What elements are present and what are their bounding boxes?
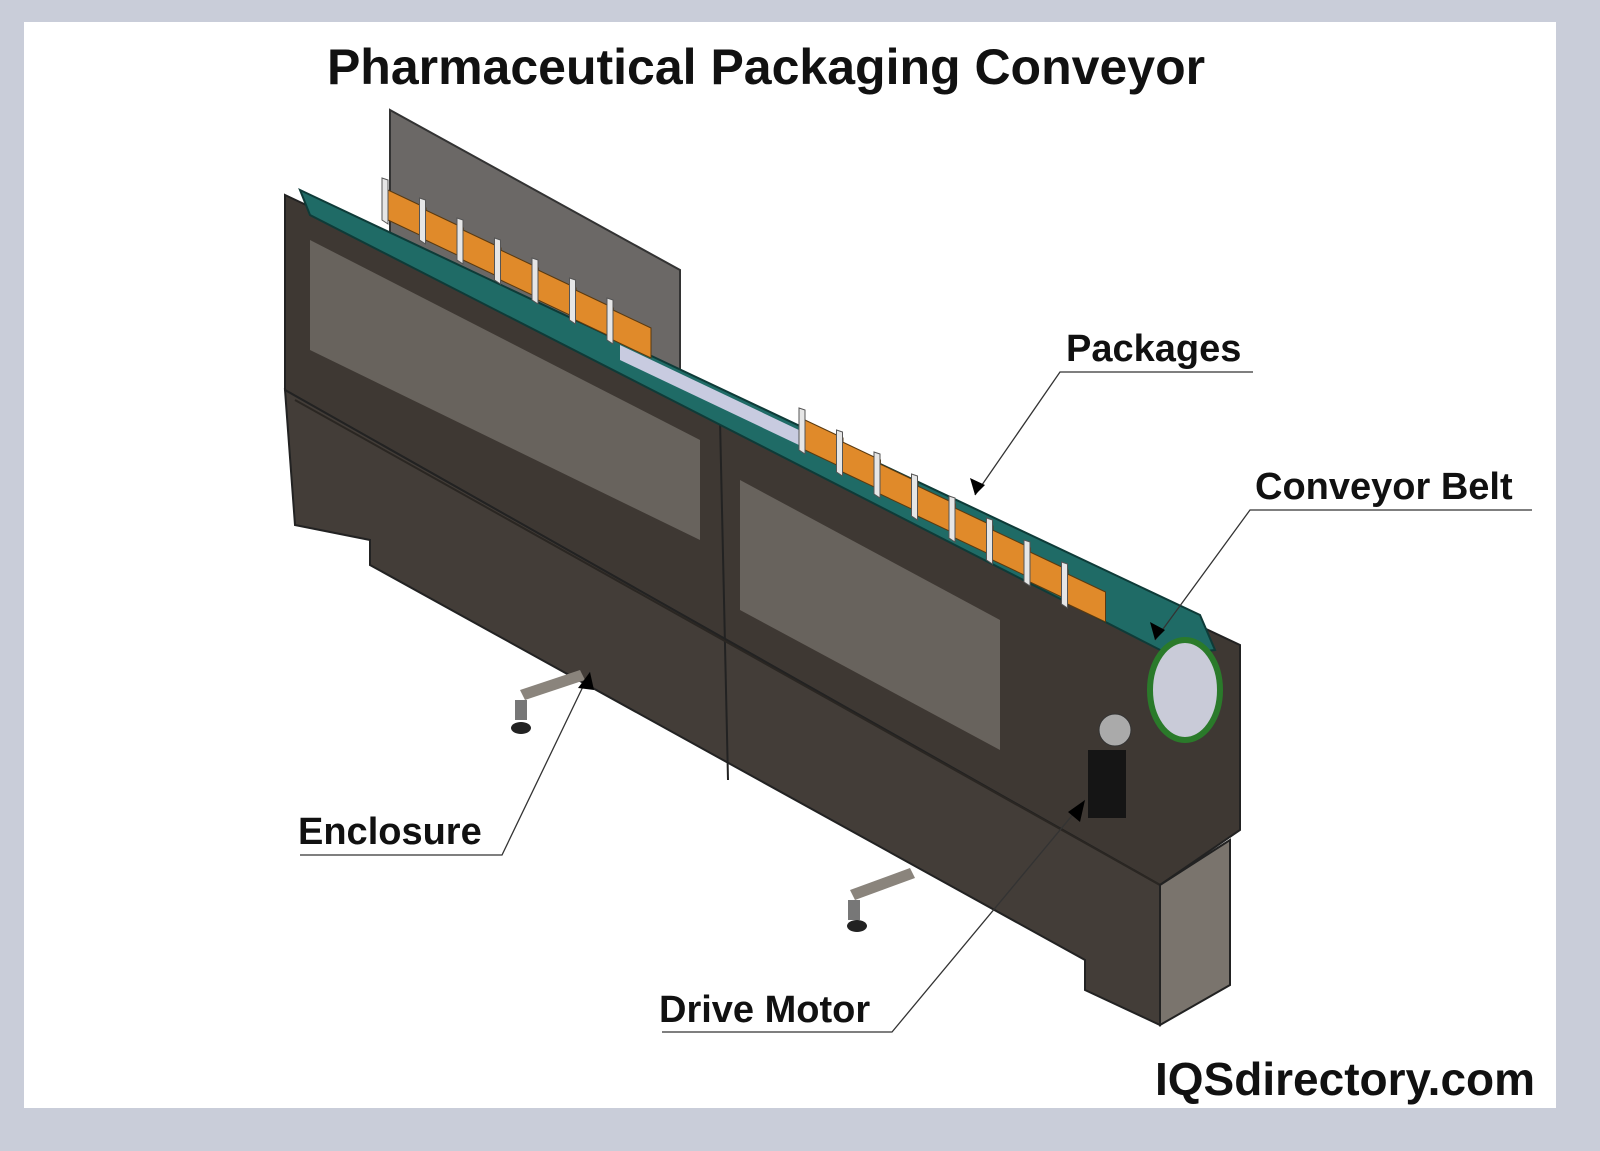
package-divider — [456, 217, 464, 265]
arrowhead — [578, 672, 594, 690]
motor-gearbox — [1098, 713, 1132, 747]
package-divider — [836, 429, 843, 477]
leg — [511, 670, 585, 734]
label-packages: Packages — [1066, 328, 1242, 370]
belt-plates — [620, 345, 820, 455]
package-divider — [1061, 561, 1068, 609]
package-divider — [798, 407, 806, 455]
arrowhead — [970, 478, 985, 495]
arrowhead — [1150, 622, 1165, 640]
conveyor-belt-leader — [1154, 509, 1532, 641]
frame-window — [310, 240, 700, 540]
package-divider — [873, 451, 881, 499]
packages-leader — [974, 371, 1253, 496]
frame-window — [740, 480, 1000, 750]
label-drive-motor: Drive Motor — [659, 989, 871, 1031]
diagram-title: Pharmaceutical Packaging Conveyor — [326, 39, 1206, 95]
right-stand — [1159, 838, 1231, 1027]
label-conveyor-belt: Conveyor Belt — [1255, 466, 1513, 508]
belt-roller — [1147, 637, 1223, 743]
package-divider — [606, 297, 614, 345]
package-divider — [911, 473, 918, 521]
package-group — [381, 177, 1106, 623]
package-divider — [948, 495, 956, 543]
leg — [847, 868, 915, 932]
package-divider — [569, 277, 576, 325]
drive-motor-body — [1088, 750, 1126, 818]
package-divider — [986, 517, 993, 565]
package-divider — [531, 257, 539, 305]
arrowhead — [1068, 800, 1085, 822]
enclosure-leader — [300, 671, 591, 856]
package-divider — [381, 177, 389, 225]
package-divider — [419, 197, 426, 245]
brand-watermark: IQSdirectory.com — [1155, 1053, 1536, 1105]
label-enclosure: Enclosure — [298, 811, 482, 853]
package-divider — [1023, 539, 1031, 587]
drive-motor-leader — [662, 799, 1086, 1033]
package-divider — [494, 237, 501, 285]
